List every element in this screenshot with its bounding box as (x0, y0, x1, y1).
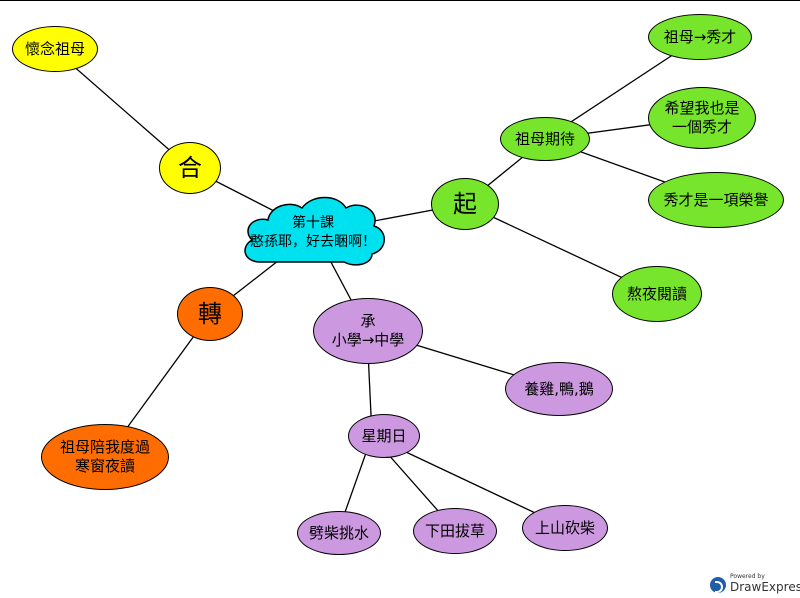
node-aoye[interactable]: 熬夜閱讀 (612, 266, 702, 322)
node-aoye-label: 熬夜閱讀 (626, 284, 687, 303)
node-he[interactable]: 合 (159, 142, 221, 194)
brand-text: DrawExpress (730, 580, 800, 594)
drawexpress-mark-icon (710, 577, 726, 593)
node-huainian-label: 懷念祖母 (24, 39, 85, 58)
node-zumu-pei[interactable]: 祖母陪我度過 寒窗夜讀 (41, 424, 169, 490)
drawexpress-logo: Powered by DrawExpress (708, 573, 800, 595)
node-xiwang-line2: 一個秀才 (671, 118, 732, 136)
node-xiucai-rongyu-label: 秀才是一項榮譽 (663, 190, 769, 209)
node-xiatian[interactable]: 下田拔草 (413, 508, 497, 554)
node-yangji[interactable]: 養雞,鴨,鵝 (505, 362, 613, 416)
node-xiwang-line1: 希望我也是 (664, 99, 740, 118)
node-zumu-xiucai-label: 祖母→秀才 (663, 27, 737, 46)
node-pichai-label: 劈柴挑水 (308, 523, 369, 542)
node-zumu-pei-line1: 祖母陪我度過 (59, 438, 150, 457)
node-shangshan[interactable]: 上山砍柴 (522, 505, 608, 551)
node-pichai[interactable]: 劈柴挑水 (297, 511, 381, 555)
node-zhuan[interactable]: 轉 (177, 287, 243, 341)
node-xiucai-rongyu[interactable]: 秀才是一項榮譽 (648, 172, 784, 228)
node-zumu-xiucai[interactable]: 祖母→秀才 (648, 14, 752, 60)
node-xingqiri-label: 星期日 (361, 426, 407, 445)
node-qi-label: 起 (453, 190, 477, 218)
node-huainian[interactable]: 懷念祖母 (12, 26, 98, 72)
node-cheng[interactable]: 承 小學→中學 (313, 298, 423, 364)
node-zumu-qidai[interactable]: 祖母期待 (500, 117, 590, 161)
node-xiwang[interactable]: 希望我也是 一個秀才 (648, 87, 756, 149)
node-xingqiri[interactable]: 星期日 (348, 414, 420, 458)
powered-by-text: Powered by (730, 573, 765, 580)
node-zumu-qidai-label: 祖母期待 (514, 129, 575, 148)
node-qi[interactable]: 起 (431, 178, 499, 230)
top-border (0, 0, 800, 1)
central-topic-line1: 第十課 (292, 215, 334, 231)
node-he-label: 合 (178, 154, 202, 182)
node-yangji-label: 養雞,鴨,鵝 (524, 379, 594, 398)
node-shangshan-label: 上山砍柴 (534, 518, 595, 537)
central-topic-line2: 憨孫耶，好去睏啊！ (250, 234, 376, 250)
node-cheng-line1: 承 (360, 312, 376, 331)
cloud-shape (244, 196, 385, 266)
central-topic-cloud[interactable]: 第十課 憨孫耶，好去睏啊！ (238, 192, 388, 270)
node-zumu-pei-line2: 寒窗夜讀 (74, 457, 135, 475)
node-cheng-line2: 小學→中學 (331, 331, 405, 349)
node-xiatian-label: 下田拔草 (424, 521, 485, 540)
node-zhuan-label: 轉 (198, 300, 222, 328)
